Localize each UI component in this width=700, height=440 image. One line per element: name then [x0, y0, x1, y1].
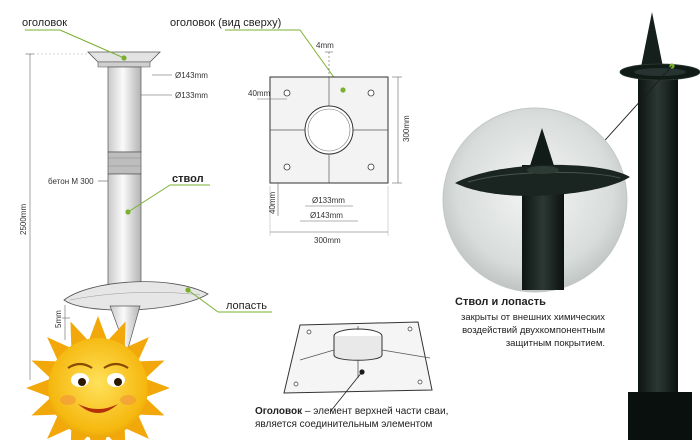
- blade-marker: [185, 287, 191, 293]
- caption-head: Оголовок – элемент верхней части сваи, я…: [255, 405, 465, 431]
- pipe-opening: [304, 105, 354, 155]
- head-top-view: [225, 29, 402, 236]
- blade-shape: [63, 281, 209, 311]
- label-head: оголовок: [22, 17, 67, 29]
- caption-head-title: Оголовок: [255, 406, 303, 417]
- caption-trunk-blade-title: Ствол и лопасть: [455, 296, 546, 308]
- dim-300mm-side: 300mm: [402, 115, 411, 142]
- photo-pile-spike: [640, 12, 664, 72]
- dim-d143: Ø143mm: [310, 211, 343, 220]
- pile-photo: [559, 12, 700, 440]
- closeup-circle: [442, 107, 630, 293]
- dim-d133: Ø133mm: [312, 196, 345, 205]
- label-d133: Ø133mm: [175, 91, 208, 100]
- label-trunk: ствол: [172, 173, 204, 185]
- label-blade: лопасть: [226, 300, 267, 312]
- label-length: 2500mm: [19, 204, 28, 235]
- label-gap: 5mm: [54, 310, 63, 328]
- label-d143: Ø143mm: [175, 71, 208, 80]
- dim-40mm: 40mm: [248, 89, 271, 98]
- caption-head-text: – элемент верхней части сваи, является с…: [255, 406, 449, 430]
- caption-trunk-blade-text: закрыты от внешних химических воздействи…: [460, 312, 605, 349]
- label-concrete: бетон М 300: [48, 177, 94, 186]
- photo-pile-shaft: [638, 72, 678, 440]
- head-marker: [121, 55, 127, 61]
- head-pipe: [107, 66, 142, 153]
- head-plate-illustration: [283, 321, 433, 413]
- sun-icon: [26, 316, 170, 440]
- dim-40mm-left: 40mm: [268, 191, 277, 214]
- trunk-pipe: [107, 173, 142, 300]
- dim-300mm-bottom: 300mm: [314, 236, 341, 245]
- concrete-band: [107, 151, 142, 175]
- trunk-marker: [125, 209, 131, 215]
- dim-4mm: 4mm: [316, 41, 334, 50]
- label-head-top: оголовок (вид сверху): [170, 17, 281, 29]
